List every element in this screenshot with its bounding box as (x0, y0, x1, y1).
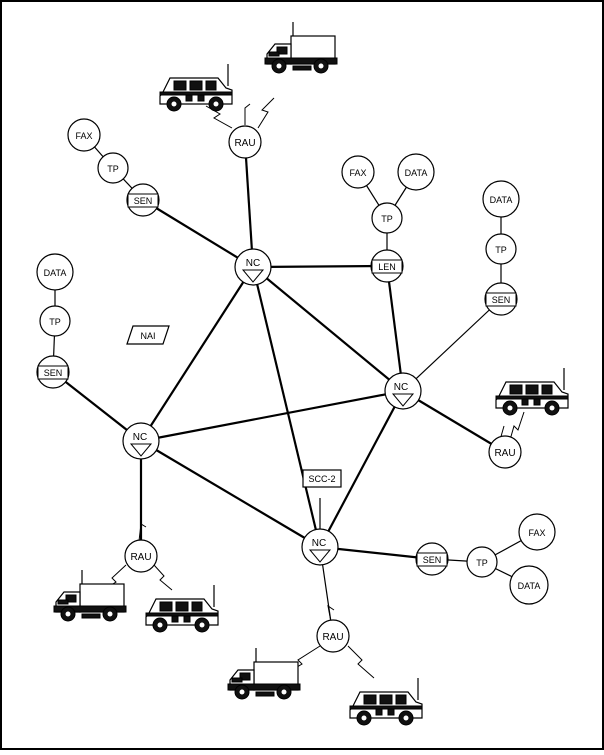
hmmwv-icon (495, 367, 569, 416)
data-node-bottom-right: DATA (509, 565, 549, 605)
nai-label: NAI (140, 331, 155, 341)
link-nc-right-rau (402, 390, 506, 453)
link-nc-left-nc-bottom (140, 440, 321, 548)
sen-node-bottom: SEN (415, 542, 449, 576)
fax-label: FAX (349, 168, 366, 178)
sen-node-left: SEN (36, 355, 70, 389)
len-node: LEN (370, 249, 404, 283)
tp-node-left: TP (39, 305, 71, 337)
triangle-icon (241, 269, 265, 283)
data-node-left: DATA (36, 253, 74, 291)
link-nc-right-nc-bottom (319, 390, 404, 548)
hmmwv-icon (159, 63, 233, 112)
link-len-nc-right (385, 265, 405, 392)
nc-node-top: NC (234, 248, 272, 286)
sen-label: SEN (423, 555, 442, 565)
data-label: DATA (490, 195, 513, 205)
rau-label: RAU (494, 448, 515, 459)
nc-label: NC (133, 432, 147, 443)
data-node-top-right: DATA (397, 153, 435, 191)
link-nc-top-nc-right (252, 266, 404, 392)
sen-node-right: SEN (484, 282, 518, 316)
link-nc-left-nc-right (140, 389, 404, 443)
nc-node-left: NC (122, 422, 160, 460)
link-nc-right-sen (402, 298, 502, 392)
nc-node-right: NC (384, 372, 422, 410)
tp-node-top-left: TP (97, 152, 129, 184)
radio-links (99, 97, 525, 679)
nc-node-bottom: NC (301, 528, 339, 566)
rau-node-left: RAU (124, 539, 158, 573)
sen-node-top-left: SEN (126, 183, 160, 217)
link-nc-top-len (252, 264, 388, 269)
rau-node-top: RAU (228, 125, 262, 159)
sen-label: SEN (44, 368, 63, 378)
data-label: DATA (405, 168, 428, 178)
tp-label: TP (476, 558, 488, 568)
link-nc-top-rau (243, 141, 255, 268)
data-label: DATA (44, 268, 67, 278)
link-nc-bottom-sen (319, 545, 433, 561)
triangle-icon (391, 393, 415, 407)
fax-label: FAX (528, 528, 545, 538)
tp-node-right: TP (485, 233, 517, 265)
rau-label: RAU (130, 552, 151, 563)
len-label: LEN (378, 262, 396, 272)
nai-node: NAI (126, 325, 170, 345)
scc2-label: SCC-2 (308, 474, 335, 484)
scc2-node: SCC-2 (302, 469, 342, 488)
fax-node-top-left: FAX (67, 118, 101, 152)
nc-label: NC (312, 538, 326, 549)
nc-mesh-links (52, 141, 506, 637)
tp-label: TP (49, 317, 61, 327)
data-node-right: DATA (482, 180, 520, 218)
rau-label: RAU (322, 632, 343, 643)
hmmwv-icon (349, 677, 423, 726)
rau-node-right: RAU (488, 435, 522, 469)
fax-node-top-right: FAX (341, 155, 375, 189)
rau-node-bottom: RAU (316, 619, 350, 653)
shelter-truck-icon (227, 647, 301, 700)
link-nc-left-sen (52, 371, 142, 442)
shelter-truck-icon (53, 569, 127, 622)
link-nc-top-sen (142, 199, 254, 268)
tp-label: TP (381, 214, 393, 224)
triangle-icon (129, 443, 153, 457)
link-nc-top-nc-bottom (251, 266, 322, 548)
triangle-icon (308, 549, 332, 563)
shelter-truck-icon (264, 21, 338, 74)
link-nc-top-nc-left (140, 266, 254, 442)
nc-label: NC (394, 382, 408, 393)
data-label: DATA (518, 581, 541, 591)
sen-label: SEN (134, 196, 153, 206)
sen-label: SEN (492, 295, 511, 305)
tp-label: TP (495, 245, 507, 255)
subscriber-links (52, 134, 538, 586)
rau-label: RAU (234, 138, 255, 149)
tp-node-bottom: TP (466, 546, 498, 578)
tp-label: TP (107, 164, 119, 174)
fax-node-bottom-right: FAX (518, 513, 556, 551)
tp-node-top-right: TP (371, 202, 403, 234)
nc-label: NC (246, 258, 260, 269)
fax-label: FAX (75, 131, 92, 141)
hmmwv-icon (145, 584, 219, 633)
